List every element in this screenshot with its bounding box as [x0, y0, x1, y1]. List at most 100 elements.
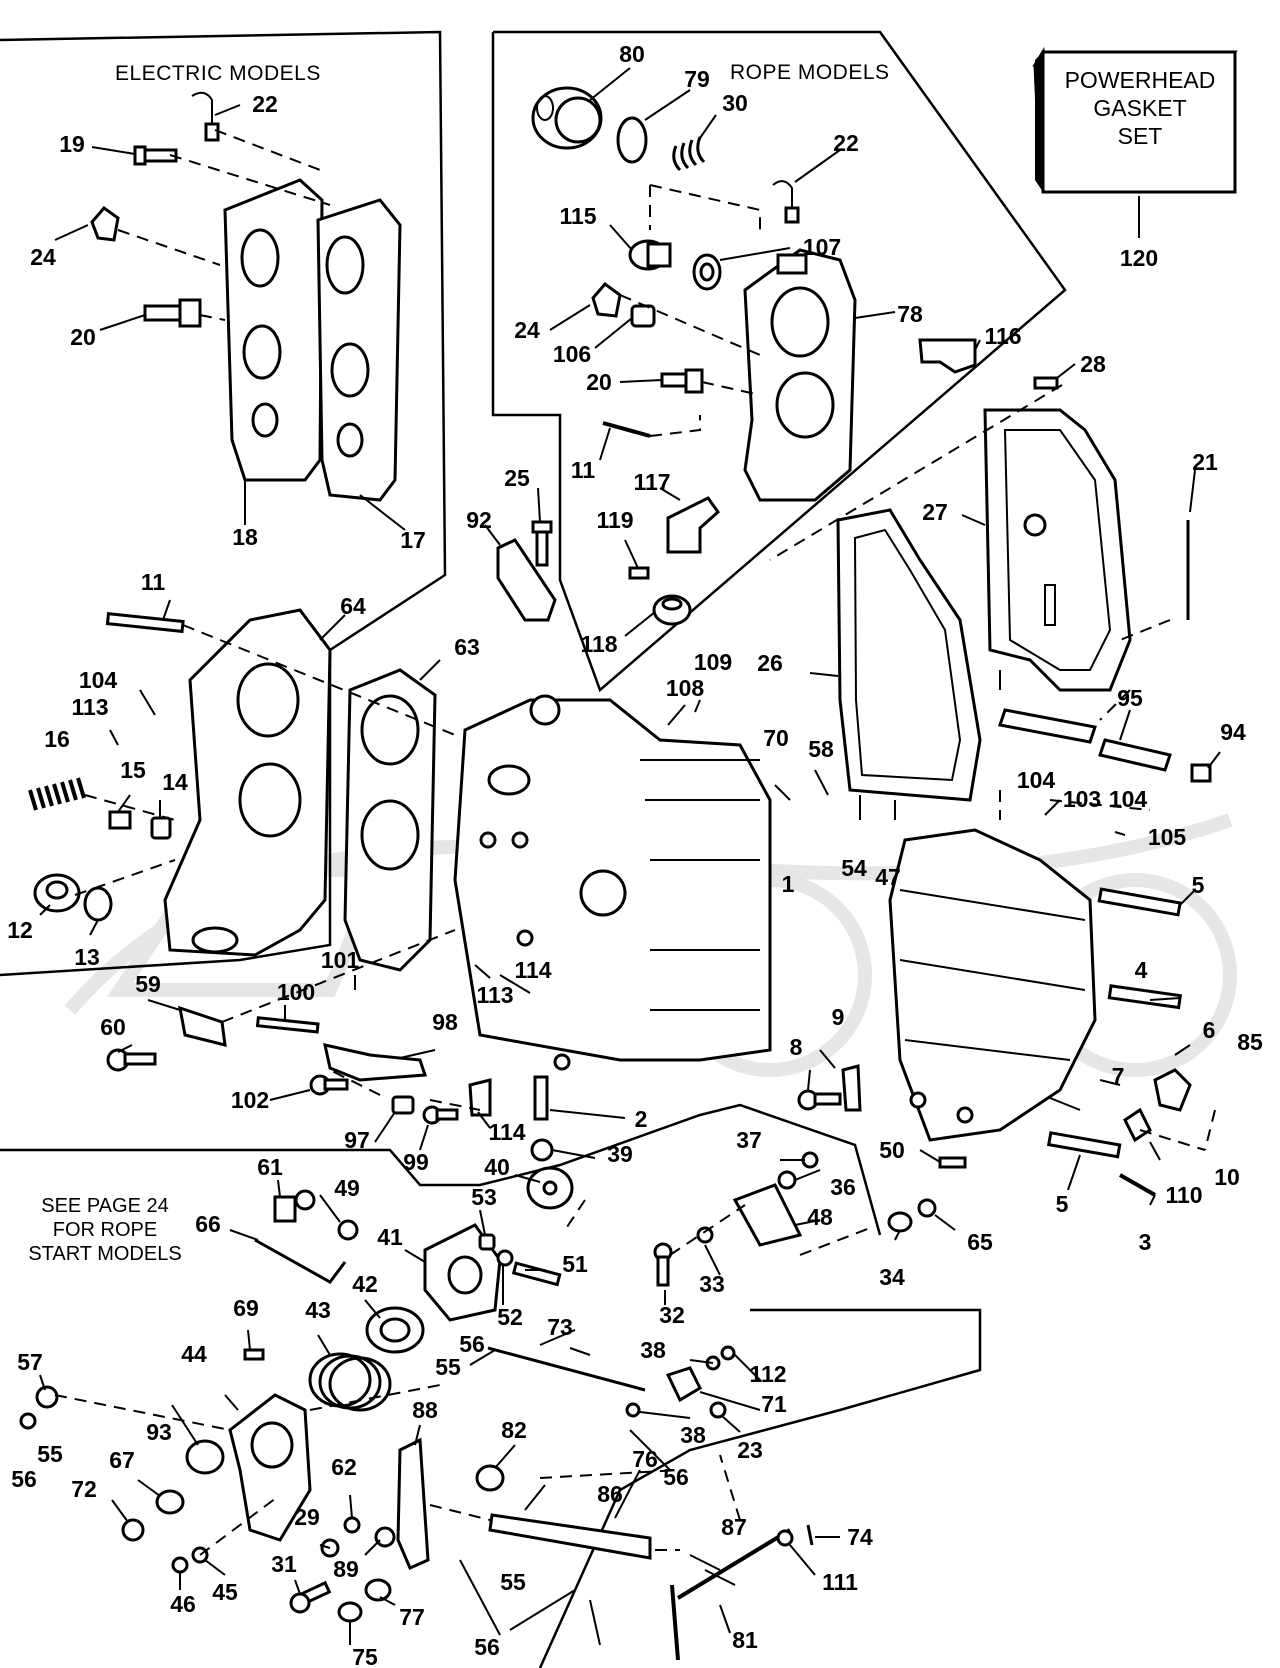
part-85: [1153, 1068, 1192, 1112]
callout-36: 36: [830, 1174, 856, 1200]
part-116: [918, 338, 977, 374]
plate-59: [178, 1005, 227, 1047]
bolt-102: [309, 1074, 349, 1096]
gasket-set-title-line2: GASKET: [1093, 95, 1186, 121]
callout-32: 32: [659, 1302, 685, 1328]
bolt-72: [121, 1518, 145, 1542]
gasket-set-title-line3: SET: [1118, 123, 1163, 149]
sender-20-electric: [143, 298, 202, 328]
callout-116: 116: [984, 323, 1021, 349]
callout-7: 7: [1112, 1063, 1125, 1089]
callout-119: 119: [596, 507, 633, 533]
callout-42: 42: [352, 1271, 378, 1297]
rope-start-note: SEE PAGE 24 FOR ROPE START MODELS: [28, 1195, 181, 1265]
bolt-50: [938, 1156, 967, 1169]
callout-24-rope: 24: [514, 317, 540, 343]
callout-57: 57: [17, 1349, 43, 1375]
callout-18: 18: [232, 524, 258, 550]
gasket-set-title-line1: POWERHEAD: [1065, 67, 1216, 93]
callout-118: 118: [580, 631, 617, 657]
callout-56d: 56: [474, 1634, 500, 1660]
exhaust-cover-64: [163, 608, 332, 957]
linkage-86: [488, 1513, 652, 1560]
callout-117: 117: [633, 469, 670, 495]
screw-51: [511, 1261, 562, 1287]
callout-27: 27: [922, 499, 948, 525]
callout-82: 82: [501, 1417, 527, 1443]
callout-77: 77: [399, 1604, 425, 1630]
callout-11-rope: 11: [571, 457, 596, 483]
callout-99: 99: [403, 1149, 429, 1175]
washer-82: [475, 1464, 505, 1492]
fastener-36: [777, 1170, 797, 1190]
nut-65: [917, 1198, 937, 1218]
callout-111: 111: [822, 1569, 858, 1595]
leader-lines: [39, 67, 1221, 1646]
crankcase-cover-27: [983, 408, 1132, 692]
thermostat-12: [33, 873, 81, 913]
part-110: [1123, 1107, 1152, 1143]
bolt-25: [531, 520, 553, 567]
clip-24-electric: [90, 205, 120, 242]
callout-55c: 55: [500, 1569, 526, 1595]
head-gasket-63: [343, 668, 437, 972]
nut-49: [337, 1219, 359, 1241]
clip-9: [841, 1064, 862, 1112]
callout-115: 115: [559, 203, 596, 229]
washer-112: [720, 1345, 736, 1361]
bolt-11-rope: [602, 421, 651, 438]
washer-55-left: [19, 1412, 37, 1430]
bracket-92: [496, 538, 557, 622]
callout-20: 20: [70, 324, 96, 350]
spring-30: [672, 136, 706, 172]
fastener-19: [133, 145, 178, 166]
screw-2: [533, 1075, 549, 1121]
callout-55-left: 55: [37, 1441, 63, 1467]
callout-69: 69: [233, 1295, 259, 1321]
gasket-set-box: POWERHEAD GASKET SET: [1032, 46, 1238, 238]
part-93: [185, 1439, 225, 1475]
link-71: [665, 1366, 702, 1403]
callout-113: 113: [71, 694, 108, 720]
callout-5: 5: [1192, 872, 1205, 898]
rod-81: [670, 1528, 792, 1661]
callout-92: 92: [466, 507, 492, 533]
part-23: [709, 1401, 727, 1419]
callout-14: 14: [162, 769, 188, 795]
callout-1: 1: [782, 871, 795, 897]
seal-107: [692, 253, 722, 291]
callout-93: 93: [146, 1419, 172, 1445]
cylinder-head-78: [743, 248, 857, 502]
washer-67: [155, 1489, 185, 1515]
callout-34: 34: [879, 1264, 905, 1290]
callout-26: 26: [757, 650, 783, 676]
callout-41: 41: [377, 1224, 403, 1250]
callout-104c: 104: [1109, 786, 1148, 812]
timer-base-44: [228, 1393, 312, 1542]
part-14: [150, 816, 172, 840]
callout-81: 81: [732, 1627, 758, 1653]
callout-112: 112: [749, 1361, 786, 1387]
bracket-48: [732, 1183, 803, 1247]
callout-29: 29: [294, 1504, 320, 1530]
clip-24-rope: [591, 281, 622, 318]
part-53: [478, 1233, 496, 1251]
callout-65: 65: [967, 1229, 993, 1255]
callout-59: 59: [135, 971, 161, 997]
callout-28: 28: [1080, 351, 1106, 377]
callout-73: 73: [547, 1314, 573, 1340]
callout-62: 62: [331, 1454, 357, 1480]
callout-46: 46: [170, 1591, 196, 1617]
callout-98: 98: [432, 1009, 458, 1035]
callout-6: 6: [1203, 1017, 1216, 1043]
callout-21: 21: [1192, 449, 1218, 475]
pin-3: [1119, 1173, 1156, 1197]
callout-52: 52: [497, 1304, 523, 1330]
callout-88: 88: [412, 1397, 438, 1423]
callout-54: 54: [841, 855, 867, 881]
callout-113b: 113: [476, 982, 513, 1008]
callout-80: 80: [619, 41, 645, 67]
callout-8: 8: [790, 1034, 803, 1060]
part-94: [1190, 763, 1212, 783]
link-61: [273, 1189, 316, 1223]
